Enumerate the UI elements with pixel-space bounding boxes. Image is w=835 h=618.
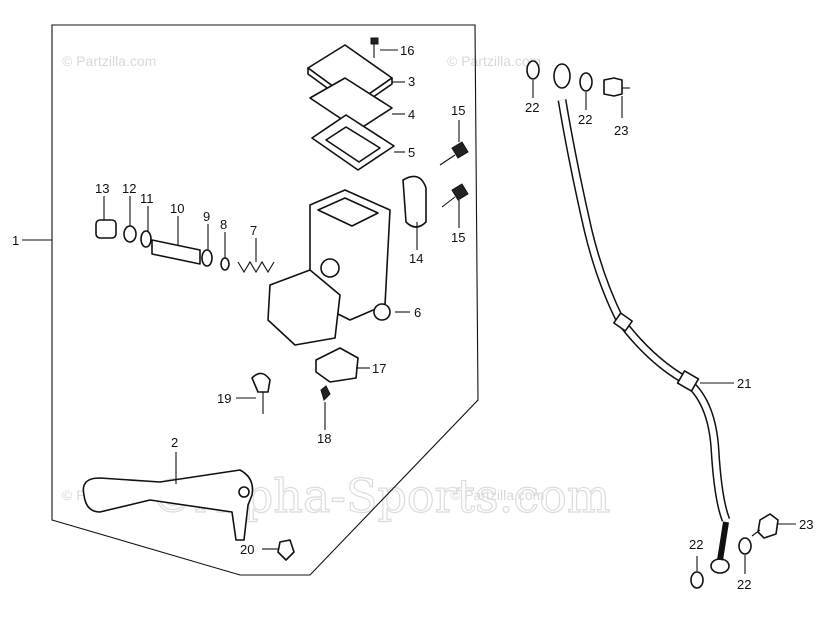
screw-icon xyxy=(320,385,331,401)
callout-22: 22 xyxy=(689,537,703,552)
oil-bolt xyxy=(757,513,779,539)
callout-23: 23 xyxy=(614,123,628,138)
diaphragm xyxy=(325,126,381,163)
callout-23: 23 xyxy=(799,517,813,532)
screw-icon xyxy=(370,37,379,45)
cup-seal xyxy=(201,249,213,267)
callout-19: 19 xyxy=(217,391,231,406)
brake-hose-inner xyxy=(559,99,729,522)
callout-5: 5 xyxy=(408,145,415,160)
callout-9: 9 xyxy=(203,209,210,224)
brake-hose xyxy=(557,99,731,522)
callout-10: 10 xyxy=(170,201,184,216)
primary-cup xyxy=(220,257,230,271)
bolt-shaft xyxy=(439,154,456,166)
callout-11: 11 xyxy=(140,191,154,206)
bolt-icon xyxy=(451,183,469,201)
callout-17: 17 xyxy=(372,361,386,376)
oil-bolt-shaft xyxy=(751,529,761,537)
washer xyxy=(140,230,152,248)
callout-22: 22 xyxy=(578,112,592,127)
cylinder-bore xyxy=(320,258,340,278)
sealing-washer xyxy=(579,72,593,92)
lever-pivot-hole xyxy=(238,486,250,498)
callout-4: 4 xyxy=(408,107,415,122)
watermark-partzilla: © Partzilla.com xyxy=(447,53,541,69)
dust-boot xyxy=(95,219,117,239)
switch-cover xyxy=(315,347,359,383)
callout-15: 15 xyxy=(451,103,465,118)
return-spring xyxy=(237,260,275,274)
callout-21: 21 xyxy=(737,376,751,391)
assembly-boundary xyxy=(51,24,479,576)
callout-15: 15 xyxy=(451,230,465,245)
circlip xyxy=(123,225,137,243)
callout-18: 18 xyxy=(317,431,331,446)
sealing-washer xyxy=(690,571,704,589)
callout-22: 22 xyxy=(737,577,751,592)
hose-fitting xyxy=(676,370,700,392)
pivot-nut xyxy=(277,539,295,561)
watermark-partzilla: © Partzilla.com xyxy=(62,53,156,69)
piston xyxy=(151,239,201,265)
hose-end xyxy=(717,521,729,561)
bolt-icon xyxy=(451,141,469,159)
sealing-washer xyxy=(526,60,540,80)
banjo-fitting xyxy=(553,63,571,89)
callout-3: 3 xyxy=(408,74,415,89)
callout-labels: 1 2 3 4 5 6 7 8 9 10 11 12 13 14 15 15 1… xyxy=(12,43,813,592)
watermark-partzilla: © Partzilla.com xyxy=(450,487,544,503)
callout-16: 16 xyxy=(400,43,414,58)
cylinder-outlet xyxy=(373,303,391,321)
callout-7: 7 xyxy=(250,223,257,238)
callout-13: 13 xyxy=(95,181,109,196)
master-cylinder-bracket xyxy=(267,269,341,346)
callout-14: 14 xyxy=(409,251,423,266)
master-cylinder-body xyxy=(317,197,379,227)
sealing-washer xyxy=(738,537,752,555)
callout-22: 22 xyxy=(525,100,539,115)
callout-6: 6 xyxy=(414,305,421,320)
hose-fitting xyxy=(613,312,633,332)
callout-12: 12 xyxy=(122,181,136,196)
brake-lever xyxy=(82,469,254,541)
callout-20: 20 xyxy=(240,542,254,557)
handlebar-clamp xyxy=(402,175,427,228)
callout-1: 1 xyxy=(12,233,19,248)
oil-bolt xyxy=(603,77,623,97)
bolt-shaft xyxy=(441,196,456,208)
pivot-bolt xyxy=(251,372,271,393)
banjo-fitting xyxy=(710,558,730,574)
callout-2: 2 xyxy=(171,435,178,450)
callout-8: 8 xyxy=(220,217,227,232)
